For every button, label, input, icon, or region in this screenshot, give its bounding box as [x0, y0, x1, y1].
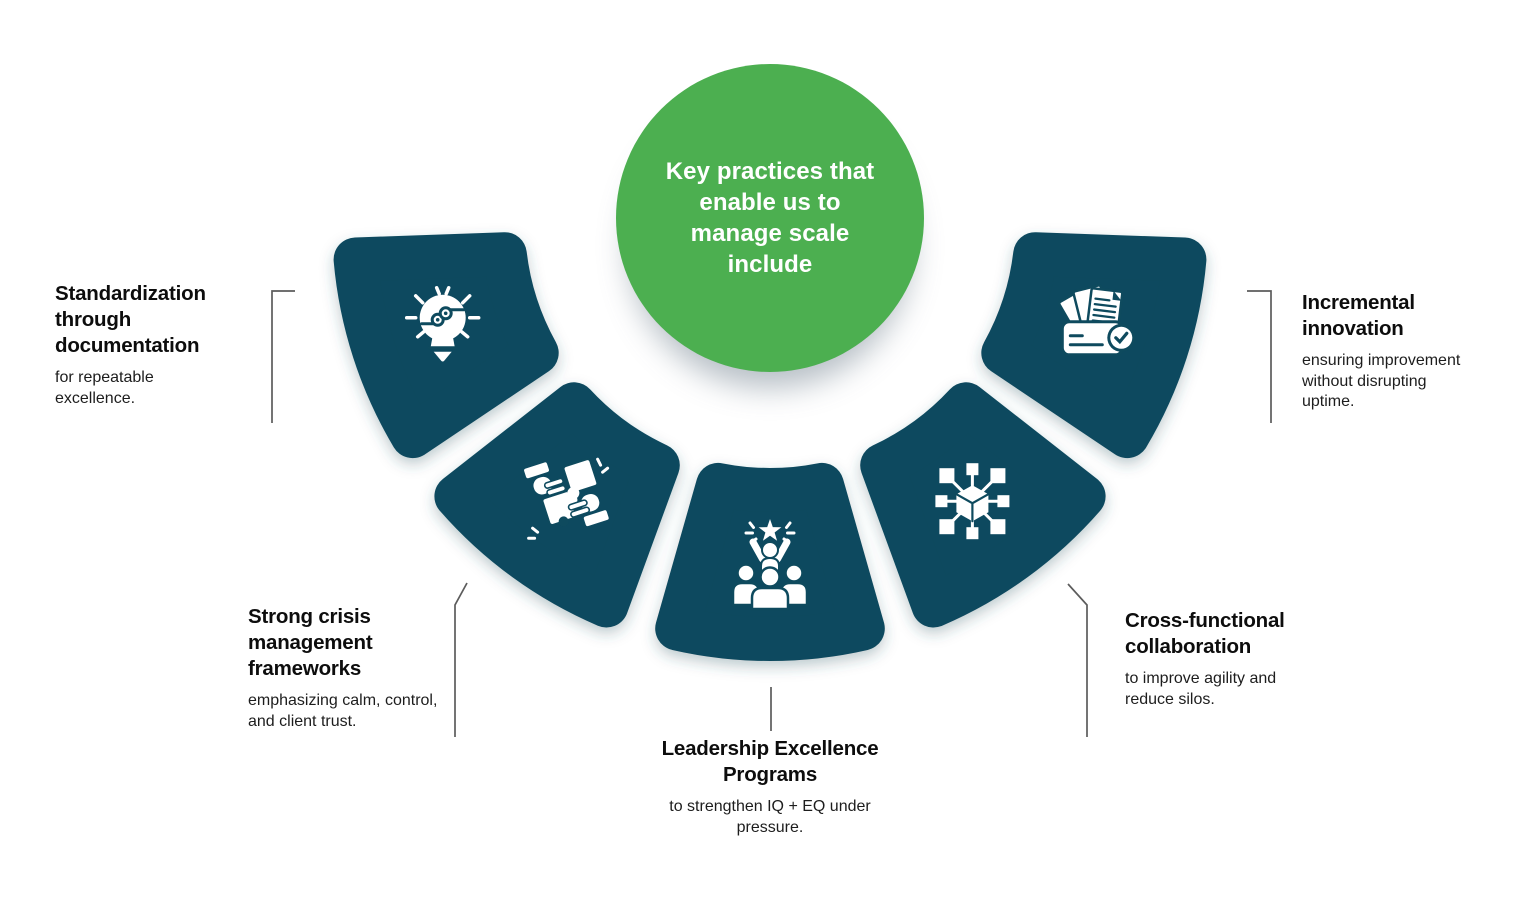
practice-title: Cross-functional collaboration: [1125, 609, 1285, 658]
center-circle-text: Key practices that enable us to manage s…: [665, 158, 875, 278]
practice-description: to strengthen IQ + EQ under pressure.: [669, 798, 871, 836]
connector-line-crisis: [454, 582, 468, 737]
network-cube-icon: [935, 463, 1010, 540]
practice-leadership-programs: Leadership Excellence Programs to streng…: [620, 736, 920, 838]
practice-description: emphasizing calm, control, and client tr…: [248, 692, 438, 730]
center-circle: Key practices that enable us to manage s…: [616, 64, 924, 372]
leadership-team-icon: [731, 519, 809, 611]
practice-title: Strong crisis management frameworks: [248, 605, 373, 680]
documents-check-icon: [1058, 284, 1136, 357]
innovation-bulb-icon: [404, 286, 481, 362]
practice-description: for repeatable excellence.: [55, 369, 154, 407]
puzzle-hands-icon: [524, 457, 610, 540]
connector-line-collaboration: [1067, 583, 1088, 737]
practice-crisis-management: Strong crisis management frameworks emph…: [248, 604, 458, 732]
practice-title: Incremental innovation: [1302, 291, 1415, 340]
practice-incremental-innovation: Incremental innovation ensuring improvem…: [1302, 290, 1482, 413]
practice-standardization: Standardization through documentation fo…: [55, 281, 255, 409]
connector-line-innovation: [1247, 290, 1272, 423]
connector-lines: [271, 290, 1272, 737]
practice-cross-functional: Cross-functional collaboration to improv…: [1125, 608, 1315, 710]
practice-title: Leadership Excellence Programs: [661, 737, 879, 786]
practice-description: ensuring improvement without disrupting …: [1302, 352, 1461, 410]
practice-title: Standardization through documentation: [55, 282, 206, 357]
connector-line-standardization: [271, 290, 295, 423]
practice-description: to improve agility and reduce silos.: [1125, 670, 1277, 708]
